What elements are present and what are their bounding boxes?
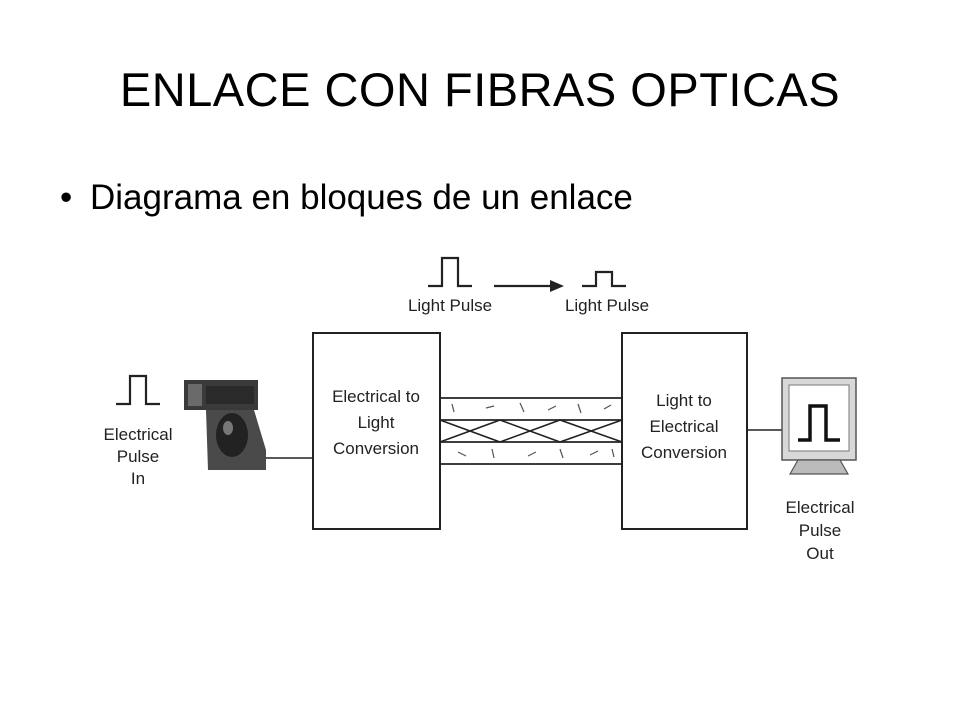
transmitter-label-line-3: Conversion [333,439,419,458]
electrical-pulse-in: Electrical Pulse In [104,374,173,488]
bullet-item: • Diagrama en bloques de un enlace [60,178,633,218]
propagation-arrow [494,280,564,292]
pulse-out-label-line-2: Pulse [799,521,842,540]
receiver-label-line-1: Light to [656,391,712,410]
optical-fiber [439,397,623,465]
transmitter-label-line-2: Light [358,413,395,432]
light-pulse-weak: Light Pulse [565,270,649,315]
receiver-label-line-2: Electrical [650,417,719,436]
pulse-out-label-line-1: Electrical [786,498,855,517]
transmitter-block [312,332,441,530]
pulse-in-label-line-3: In [131,469,145,488]
pulse-in-label-line-2: Pulse [117,447,160,466]
page-title: ENLACE CON FIBRAS OPTICAS [119,63,841,116]
pulse-out-label-line-3: Out [806,544,834,563]
receiver-block [621,332,748,530]
transmitter-label-line-1: Electrical to [332,387,420,406]
light-source-icon [184,380,266,470]
bullet-marker: • [60,178,73,217]
pulse-in-label-line-1: Electrical [104,425,173,444]
receiver-label-line-3: Conversion [641,443,727,462]
light-pulse-strong: Light Pulse [408,256,492,315]
monitor-icon [781,377,857,475]
bullet-text: Diagrama en bloques de un enlace [90,178,633,217]
light-pulse-label-right: Light Pulse [565,296,649,315]
light-pulse-label-left: Light Pulse [408,296,492,315]
